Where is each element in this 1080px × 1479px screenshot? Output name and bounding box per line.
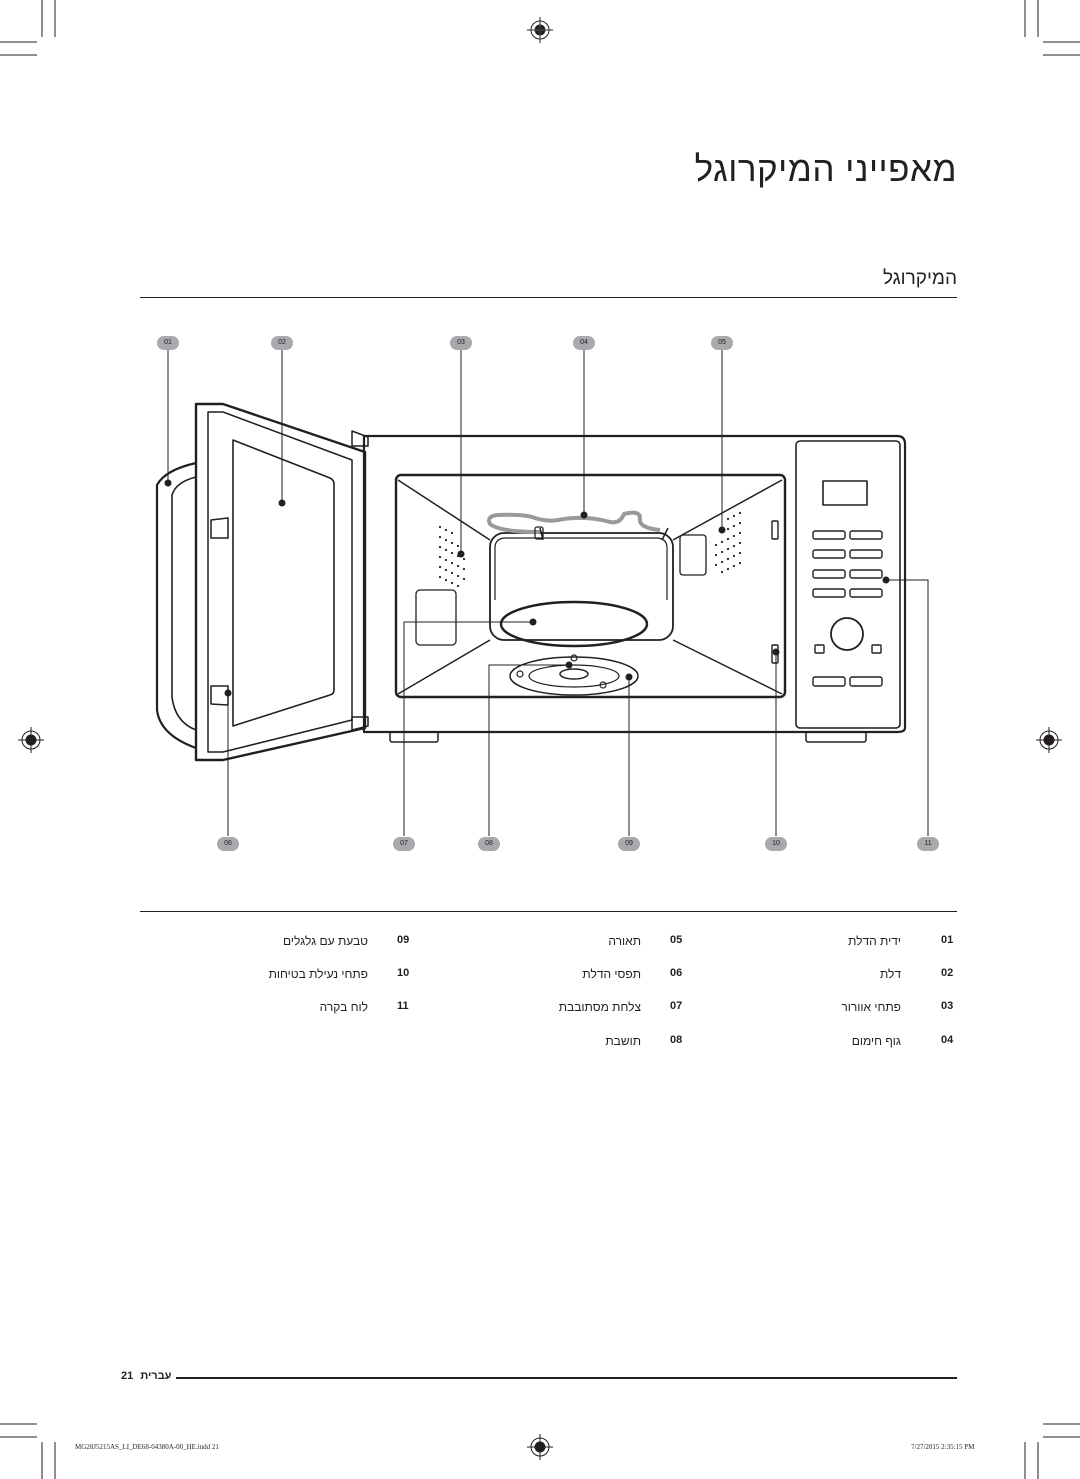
legend-num-09: 09 [397, 934, 410, 946]
legend-num-03: 03 [941, 1000, 954, 1012]
slug-date: 7/27/2015 2:35:15 PM [911, 1443, 975, 1451]
door-handle [155, 461, 197, 750]
control-panel [795, 440, 901, 729]
callout-01: 01 [157, 336, 179, 350]
legend-label-03: פתחי אוורור [841, 1000, 901, 1014]
callout-02: 02 [271, 336, 293, 350]
page-language-label: עברית [140, 1370, 172, 1382]
slug-file: MG28J5215AS_LI_DE68-04380A-00_HE.indd 21 [75, 1443, 219, 1451]
glass-tray [499, 600, 649, 648]
callout-05: 05 [711, 336, 733, 350]
legend-label-10: פתחי נעילת בטיחות [268, 967, 368, 981]
registration-mark-left [18, 727, 44, 753]
legend-num-01: 01 [941, 934, 954, 946]
legend-num-11: 11 [397, 1000, 409, 1012]
display-window [822, 480, 868, 506]
legend-num-07: 07 [670, 1000, 683, 1012]
legend-num-10: 10 [397, 967, 410, 979]
registration-mark-bottom [527, 1434, 553, 1460]
legend-num-08: 08 [670, 1034, 683, 1046]
dial [830, 617, 864, 651]
callout-07: 07 [393, 837, 415, 851]
heating-element [487, 510, 661, 534]
foot-right [805, 731, 867, 743]
callout-08: 08 [478, 837, 500, 851]
section-title: המיקרוגל [882, 268, 957, 289]
callout-11: 11 [917, 837, 939, 851]
legend-label-09: טבעת עם גלגלים [283, 934, 368, 948]
vent-holes-left [438, 525, 466, 588]
section-divider [140, 297, 957, 298]
legend-label-02: דלת [879, 967, 901, 981]
microwave-body [362, 434, 907, 734]
legend-label-05: תאורה [608, 934, 641, 948]
page-title: מאפייני המיקרוגל [694, 150, 957, 189]
legend-num-05: 05 [670, 934, 683, 946]
oven-cavity [394, 473, 787, 699]
page-number-value: 21 [121, 1370, 134, 1382]
legend-num-06: 06 [670, 967, 683, 979]
vent-holes-right [714, 511, 742, 574]
footer-rule [176, 1377, 957, 1379]
legend-label-11: לוח בקרה [319, 1000, 368, 1014]
registration-mark-right [1036, 727, 1062, 753]
roller-ring [509, 656, 639, 696]
door [194, 402, 367, 762]
legend-label-04: גוף חימום [851, 1034, 901, 1048]
cavity-back-wall [489, 532, 674, 641]
page-number: 21 עברית [121, 1370, 172, 1382]
door-window [232, 439, 335, 727]
foot-left [389, 731, 439, 743]
callout-04: 04 [573, 336, 595, 350]
legend-label-08: תושבת [605, 1034, 641, 1048]
legend-label-06: תפסי הדלת [582, 967, 641, 981]
coupler [559, 668, 589, 680]
legend-divider [140, 911, 957, 912]
callout-03: 03 [450, 336, 472, 350]
legend-num-02: 02 [941, 967, 954, 979]
callout-09: 09 [618, 837, 640, 851]
legend-num-04: 04 [941, 1034, 954, 1046]
callout-06: 06 [217, 837, 239, 851]
callout-10: 10 [765, 837, 787, 851]
legend-label-07: צלחת מסתובבת [558, 1000, 641, 1014]
legend-label-01: ידית הדלת [848, 934, 901, 948]
registration-mark-top [527, 17, 553, 43]
